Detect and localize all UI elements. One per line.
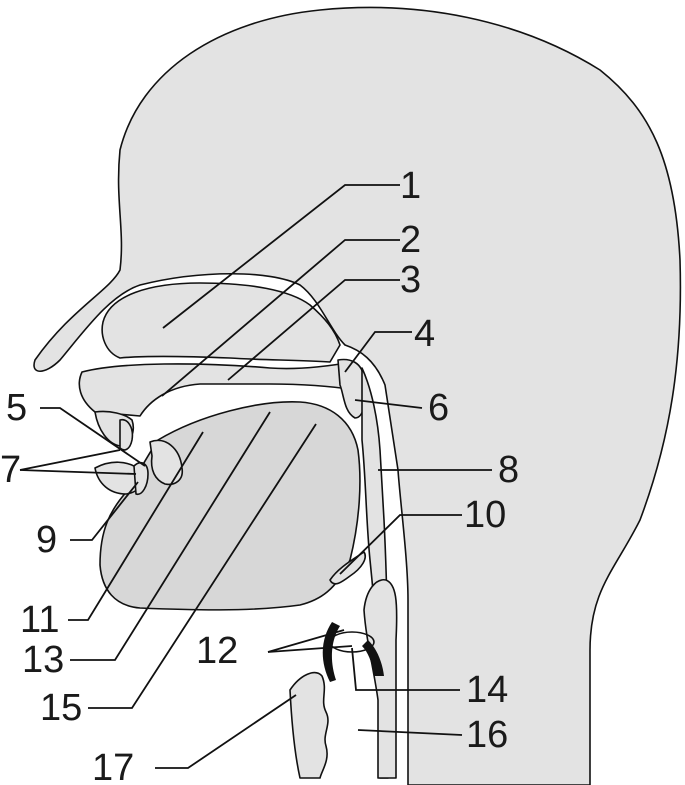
label-7: 7 [0,449,21,491]
leader-3 [227,279,400,381]
label-12: 12 [196,630,238,672]
alveolar-ridge [149,439,184,486]
nasal-cavity [101,282,341,363]
leader-14 [351,647,460,691]
leader-13 [70,411,271,661]
leader-7b [19,469,137,475]
leader-5 [40,407,146,467]
label-5: 5 [6,387,27,429]
label-3: 3 [400,259,421,301]
label-4: 4 [414,313,435,355]
label-13: 13 [22,639,64,681]
oesophagus [289,671,329,779]
leader-12b [267,645,353,653]
label-17: 17 [92,747,134,785]
label-1: 1 [400,165,421,207]
hard-palate [78,361,357,417]
leader-1 [162,184,400,329]
larynx [363,579,398,779]
label-16: 16 [466,714,508,756]
head-outline [33,6,682,785]
label-14: 14 [466,669,508,711]
leader-9 [70,481,139,541]
label-15: 15 [40,687,82,729]
leader-6 [354,399,423,409]
label-10: 10 [464,494,506,536]
label-9: 9 [36,519,57,561]
vocal-fold-left [322,622,340,682]
leader-16 [357,729,463,736]
leader-2 [161,239,400,397]
leader-4 [344,331,412,373]
leader-11 [68,431,204,621]
epiglottis [329,551,366,585]
label-8: 8 [498,449,519,491]
label-2: 2 [400,219,421,261]
tongue [99,401,361,611]
leader-12a [267,629,345,653]
label-6: 6 [428,387,449,429]
label-11: 11 [20,599,59,641]
leader-17 [155,694,297,769]
leader-7a [19,449,121,471]
leader-10 [339,514,462,575]
leader-15 [88,423,317,709]
